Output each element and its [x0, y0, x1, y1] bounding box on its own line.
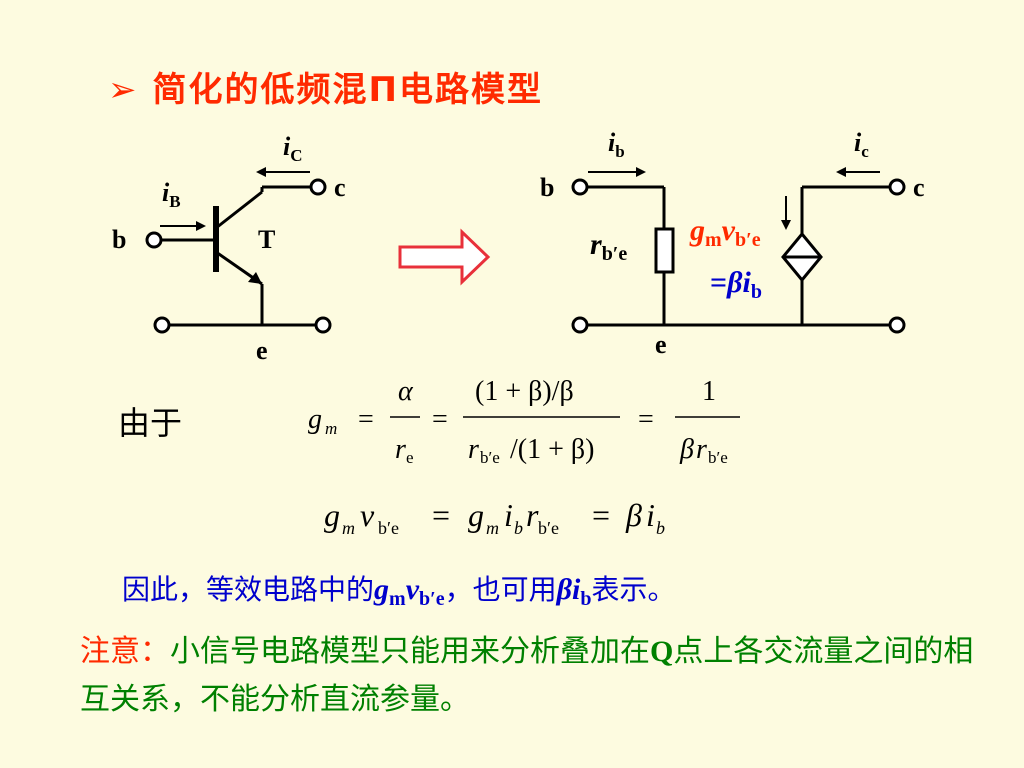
right-bottom-terminal [314, 316, 332, 334]
base-terminal [145, 231, 163, 249]
eq1-num2: (1 + β)/β [475, 376, 574, 407]
label-ic-right: ic [854, 128, 869, 161]
svg-text:=: = [432, 404, 448, 435]
note-text: 注意：小信号电路模型只能用来分析叠加在Q点上各交流量之间的相互关系，不能分析直流… [80, 634, 974, 717]
svg-text:g: g [324, 497, 340, 533]
conclusion-text: 因此，等效电路中的gmvb′e，也可用βib表示。 [122, 573, 676, 610]
emitter-arrow-icon [248, 272, 262, 284]
label-c-right: c [913, 173, 925, 202]
arrow-bullet-icon: ➢ [108, 70, 139, 110]
ib-arrow-icon [196, 221, 206, 231]
label-T: T [258, 225, 276, 254]
svg-text:m: m [325, 419, 337, 438]
svg-text:v: v [360, 497, 375, 533]
label-c-left: c [334, 173, 346, 202]
svg-text:m: m [342, 518, 355, 538]
youyu-label: 由于 [118, 404, 183, 442]
right-equivalent-circuit [571, 171, 906, 334]
transform-arrow-icon [398, 228, 491, 286]
svg-text:β: β [679, 434, 694, 465]
label-iB: iB [162, 178, 181, 211]
label-e-left: e [256, 336, 268, 365]
svg-text:α: α [398, 376, 414, 407]
svg-text:b′e: b′e [538, 518, 559, 538]
svg-text:=: = [432, 497, 450, 533]
left-transistor-circuit [145, 171, 332, 334]
eq1-lhs: g [308, 404, 322, 435]
svg-text:m: m [486, 518, 499, 538]
right-ic-arrow-icon [836, 167, 846, 177]
title-text: 简化的低频混Π电路模型 [152, 70, 543, 110]
svg-text:b′e: b′e [378, 518, 399, 538]
label-beta-ib: =βib [710, 266, 762, 303]
label-b-right: b [540, 173, 555, 202]
svg-text:b′e: b′e [480, 448, 500, 467]
svg-text:b: b [514, 518, 523, 538]
resistor-rbe [654, 227, 675, 274]
svg-text:i: i [504, 497, 513, 533]
label-rbe: rb′e [590, 228, 628, 265]
svg-text:i: i [646, 497, 655, 533]
svg-text:=: = [638, 404, 654, 435]
circuit-diagrams [145, 167, 906, 334]
note-label: 注意： [80, 634, 170, 669]
equation-gm: g m = α r e = (1 + β)/β r b′e /(1 + β) =… [308, 376, 740, 467]
equation-gm-vbe: g m v b′e = g m i b r b′e = β i b [324, 497, 665, 538]
svg-text:=: = [592, 497, 610, 533]
right-ib-arrow-icon [636, 167, 646, 177]
svg-text:b: b [656, 518, 665, 538]
svg-text:β: β [625, 497, 642, 533]
svg-text:e: e [406, 448, 414, 467]
svg-text:r: r [468, 434, 479, 465]
collector-terminal [309, 178, 327, 196]
svg-text:r: r [696, 434, 707, 465]
svg-text:/(1 + β): /(1 + β) [510, 434, 594, 465]
label-ib-right: ib [608, 128, 625, 161]
label-iC: iC [283, 132, 303, 165]
ic-arrow-icon [256, 167, 266, 177]
svg-text:r: r [395, 434, 406, 465]
svg-text:1: 1 [702, 376, 716, 407]
label-b-left: b [112, 225, 127, 254]
left-bottom-terminal [153, 316, 171, 334]
svg-text:g: g [468, 497, 484, 533]
label-e-right: e [655, 330, 667, 359]
svg-text:b′e: b′e [708, 448, 728, 467]
source-arrow-icon [781, 220, 791, 230]
svg-text:=: = [358, 404, 374, 435]
label-gm-vbe: gmvb′e [690, 214, 761, 251]
svg-text:r: r [526, 497, 539, 533]
slide-title: ➢ 简化的低频混Π电路模型 [108, 62, 543, 111]
